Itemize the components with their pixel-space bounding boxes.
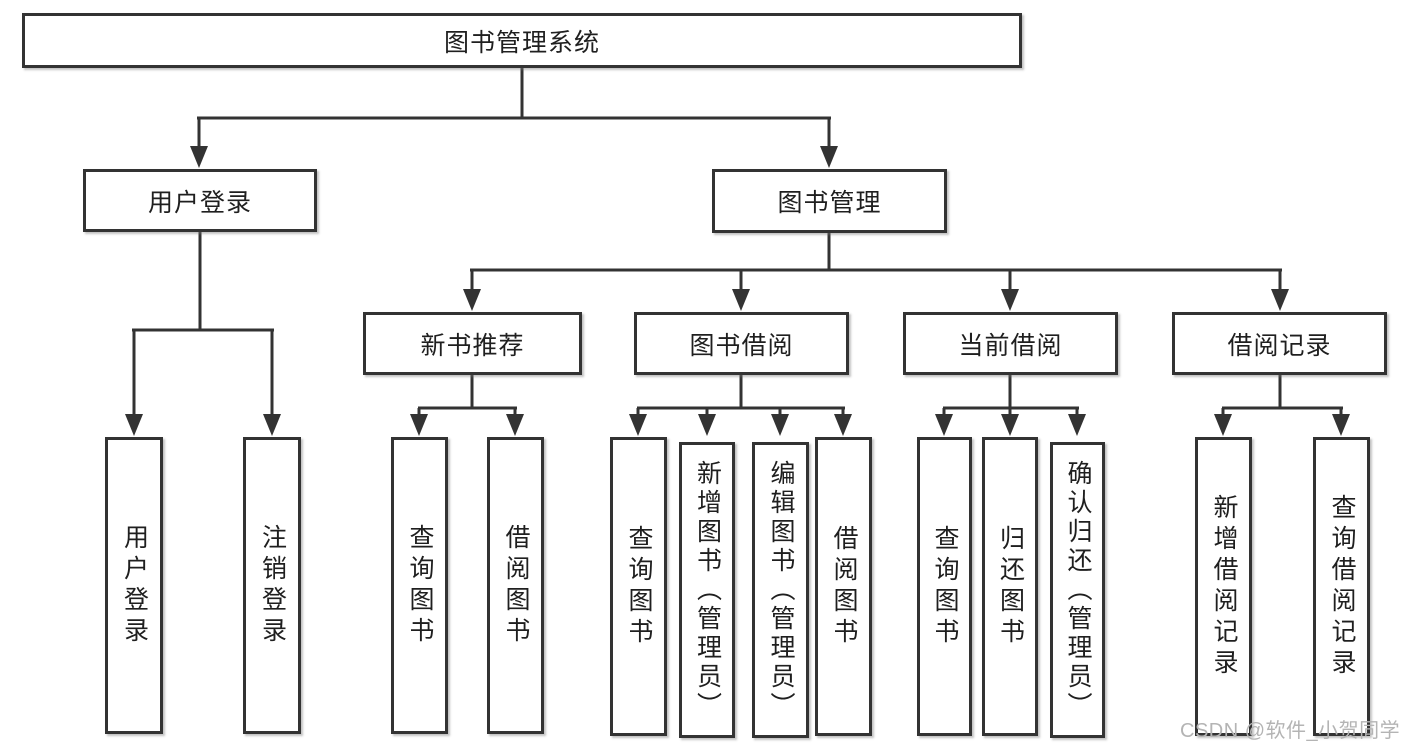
node-label: 查询图书 bbox=[625, 524, 653, 649]
node-label: 确认归还（管理员） bbox=[1064, 459, 1092, 721]
node-label: 查询图书 bbox=[406, 523, 434, 648]
node-label: 新增借阅记录 bbox=[1210, 493, 1238, 680]
node-leaf-edit-books-admin: 编辑图书（管理员） bbox=[752, 442, 809, 738]
watermark: CSDN @软件_小贺同学 bbox=[1180, 720, 1401, 742]
node-leaf-borrow-books: 借阅图书 bbox=[815, 437, 872, 736]
node-leaf-borrow-books-recommend: 借阅图书 bbox=[487, 437, 544, 734]
node-label: 归还图书 bbox=[996, 524, 1025, 649]
node-leaf-add-books-admin: 新增图书（管理员） bbox=[679, 442, 735, 738]
node-leaf-add-borrow-record: 新增借阅记录 bbox=[1195, 437, 1252, 736]
arrowheads bbox=[125, 146, 1350, 436]
node-label: 当前借阅 bbox=[958, 331, 1063, 360]
node-label: 用户登录 bbox=[120, 523, 149, 648]
node-leaf-confirm-return-admin: 确认归还（管理员） bbox=[1050, 442, 1105, 738]
node-label: 图书管理系统 bbox=[443, 28, 600, 57]
node-leaf-query-books-recommend: 查询图书 bbox=[391, 437, 448, 734]
node-new-book-recommendation: 新书推荐 bbox=[363, 312, 582, 375]
node-label: 查询借阅记录 bbox=[1328, 493, 1356, 680]
node-leaf-user-login: 用户登录 bbox=[105, 437, 163, 734]
node-book-borrowing: 图书借阅 bbox=[634, 312, 849, 375]
node-label: 用户登录 bbox=[147, 188, 252, 217]
node-label: 查询图书 bbox=[931, 524, 959, 649]
node-label: 新增图书（管理员） bbox=[693, 459, 722, 721]
node-leaf-query-borrow-record: 查询借阅记录 bbox=[1313, 437, 1370, 736]
node-leaf-query-books-current: 查询图书 bbox=[917, 437, 972, 736]
node-label: 注销登录 bbox=[258, 523, 287, 648]
node-book-management: 图书管理 bbox=[712, 169, 947, 233]
node-label: 图书管理 bbox=[777, 189, 882, 217]
node-leaf-return-books: 归还图书 bbox=[982, 437, 1038, 736]
node-label: 借阅记录 bbox=[1227, 331, 1332, 360]
node-user-login: 用户登录 bbox=[83, 169, 317, 232]
node-label: 借阅图书 bbox=[830, 524, 858, 649]
node-label: 编辑图书（管理员） bbox=[767, 459, 795, 721]
node-label: 新书推荐 bbox=[420, 331, 525, 360]
node-leaf-query-books-borrowing: 查询图书 bbox=[610, 437, 667, 736]
node-library-management-system: 图书管理系统 bbox=[22, 13, 1022, 68]
node-leaf-logout: 注销登录 bbox=[243, 437, 301, 734]
node-borrowing-records: 借阅记录 bbox=[1172, 312, 1387, 375]
node-label: 借阅图书 bbox=[502, 523, 530, 648]
node-label: 图书借阅 bbox=[689, 331, 794, 360]
node-current-borrowing: 当前借阅 bbox=[903, 312, 1118, 375]
